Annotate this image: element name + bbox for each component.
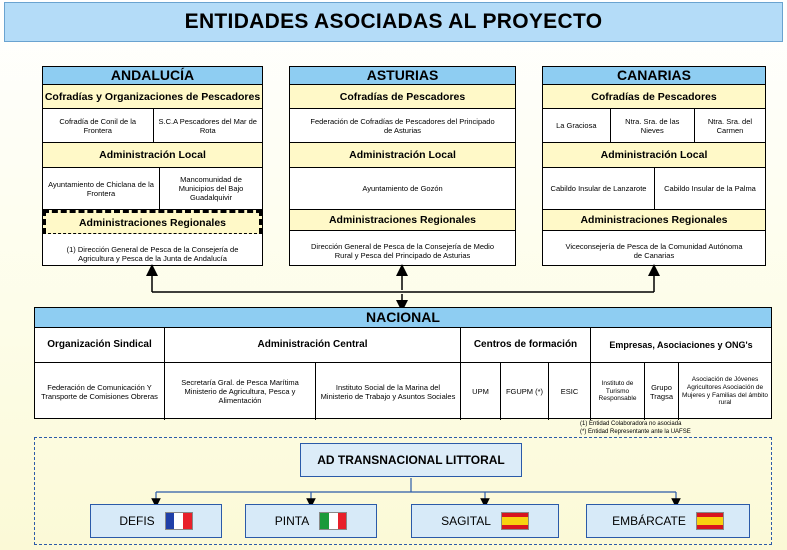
nacional-item: Asociación de Jóvenes Agricultores Asoci… (678, 363, 771, 420)
footnotes: (1) Entidad Colaboradora no asociada (*)… (580, 421, 780, 436)
transnacional-frame (34, 437, 772, 545)
nacional-item: ESIC (548, 363, 590, 420)
cofradias-label: Cofradías de Pescadores (290, 85, 515, 109)
footnote: (1) Entidad Colaboradora no asociada (580, 421, 682, 427)
member-name: EMBÁRCATE (612, 514, 686, 528)
nacional-item: Instituto de Turismo Responsable (590, 363, 644, 420)
member-sagital: SAGITAL (411, 504, 559, 538)
admin-local-label: Administración Local (290, 143, 515, 168)
region-andalucia: ANDALUCÍA Cofradías y Organizaciones de … (42, 66, 263, 266)
cofradia-item: Cofradía de Conil de la Frontera (59, 116, 137, 135)
cofradia-item: Ntra. Sra. de las Nieves (609, 109, 694, 142)
column-header: Administración Central (164, 328, 460, 362)
region-title: ANDALUCÍA (43, 67, 262, 85)
member-pinta: PINTA (245, 504, 377, 538)
region-title: CANARIAS (543, 67, 765, 85)
page-title: ENTIDADES ASOCIADAS AL PROYECTO (4, 2, 783, 42)
cofradia-item: Ntra. Sra. del Carmen (693, 109, 765, 142)
cofradia-item: Federación de Cofradías de Pescadores de… (310, 116, 495, 135)
column-header: Organización Sindical (47, 339, 152, 350)
admin-regional-item: Viceconsejería de Pesca de la Comunidad … (565, 242, 743, 260)
region-title: ASTURIAS (290, 67, 515, 85)
cofradias-label: Cofradías de Pescadores (543, 85, 765, 109)
nacional-item: Secretaría Gral. de Pesca Marítima Minis… (164, 363, 315, 420)
nacional-item: UPM (460, 363, 500, 420)
member-embarcate: EMBÁRCATE (586, 504, 750, 538)
nacional-item: Instituto Social de la Marina del Minist… (315, 363, 460, 420)
admin-local-item: Mancomunidad de Municipios del Bajo Guad… (159, 168, 262, 209)
admin-local-label: Administración Local (43, 143, 262, 168)
cofradia-item: La Graciosa (556, 121, 597, 130)
member-name: DEFIS (119, 514, 155, 528)
column-header: Empresas, Asociaciones y ONG's (590, 328, 771, 362)
admin-local-item: Ayuntamiento de Gozón (362, 184, 443, 193)
ad-transnacional-title: AD TRANSNACIONAL LITTORAL (300, 443, 522, 477)
spain-flag-icon (500, 512, 529, 530)
france-flag-icon (164, 512, 193, 530)
admin-local-label: Administración Local (543, 143, 765, 168)
cofradia-item: S.C.A Pescadores del Mar de Rota (152, 109, 263, 142)
nacional-title: NACIONAL (35, 308, 771, 328)
admin-regional-label: Administraciones Regionales (290, 210, 515, 231)
italy-flag-icon (319, 512, 348, 530)
nacional-item: Federación de Comunicación Y Transporte … (41, 382, 158, 401)
member-name: SAGITAL (441, 514, 491, 528)
column-header: Centros de formación (460, 328, 590, 362)
member-name: PINTA (274, 514, 310, 528)
admin-local-item: Cabildo Insular de Lanzarote (550, 184, 647, 193)
nacional-table: NACIONAL Organización Sindical Administr… (34, 307, 772, 420)
admin-local-item: Cabildo Insular de la Palma (654, 168, 765, 209)
footnote: (*) Entidad Representante ante la UAFSE (580, 428, 691, 435)
region-canarias: CANARIAS Cofradías de Pescadores La Grac… (542, 66, 766, 266)
region-asturias: ASTURIAS Cofradías de Pescadores Federac… (289, 66, 516, 266)
member-defis: DEFIS (90, 504, 222, 538)
admin-regional-item: Dirección General de Pesca de la Conseje… (310, 242, 495, 260)
admin-regional-label: Administraciones Regionales (543, 210, 765, 231)
admin-regional-label: Administraciones Regionales (43, 210, 262, 234)
nacional-item: FGUPM (*) (500, 363, 548, 420)
nacional-item: Grupo Tragsa (644, 363, 678, 420)
admin-regional-item: (1) Dirección General de Pesca de la Con… (66, 245, 239, 263)
cofradias-label: Cofradías y Organizaciones de Pescadores (43, 85, 262, 109)
admin-local-item: Ayuntamiento de Chiclana de la Frontera (48, 179, 154, 198)
spain-flag-icon (695, 512, 724, 530)
